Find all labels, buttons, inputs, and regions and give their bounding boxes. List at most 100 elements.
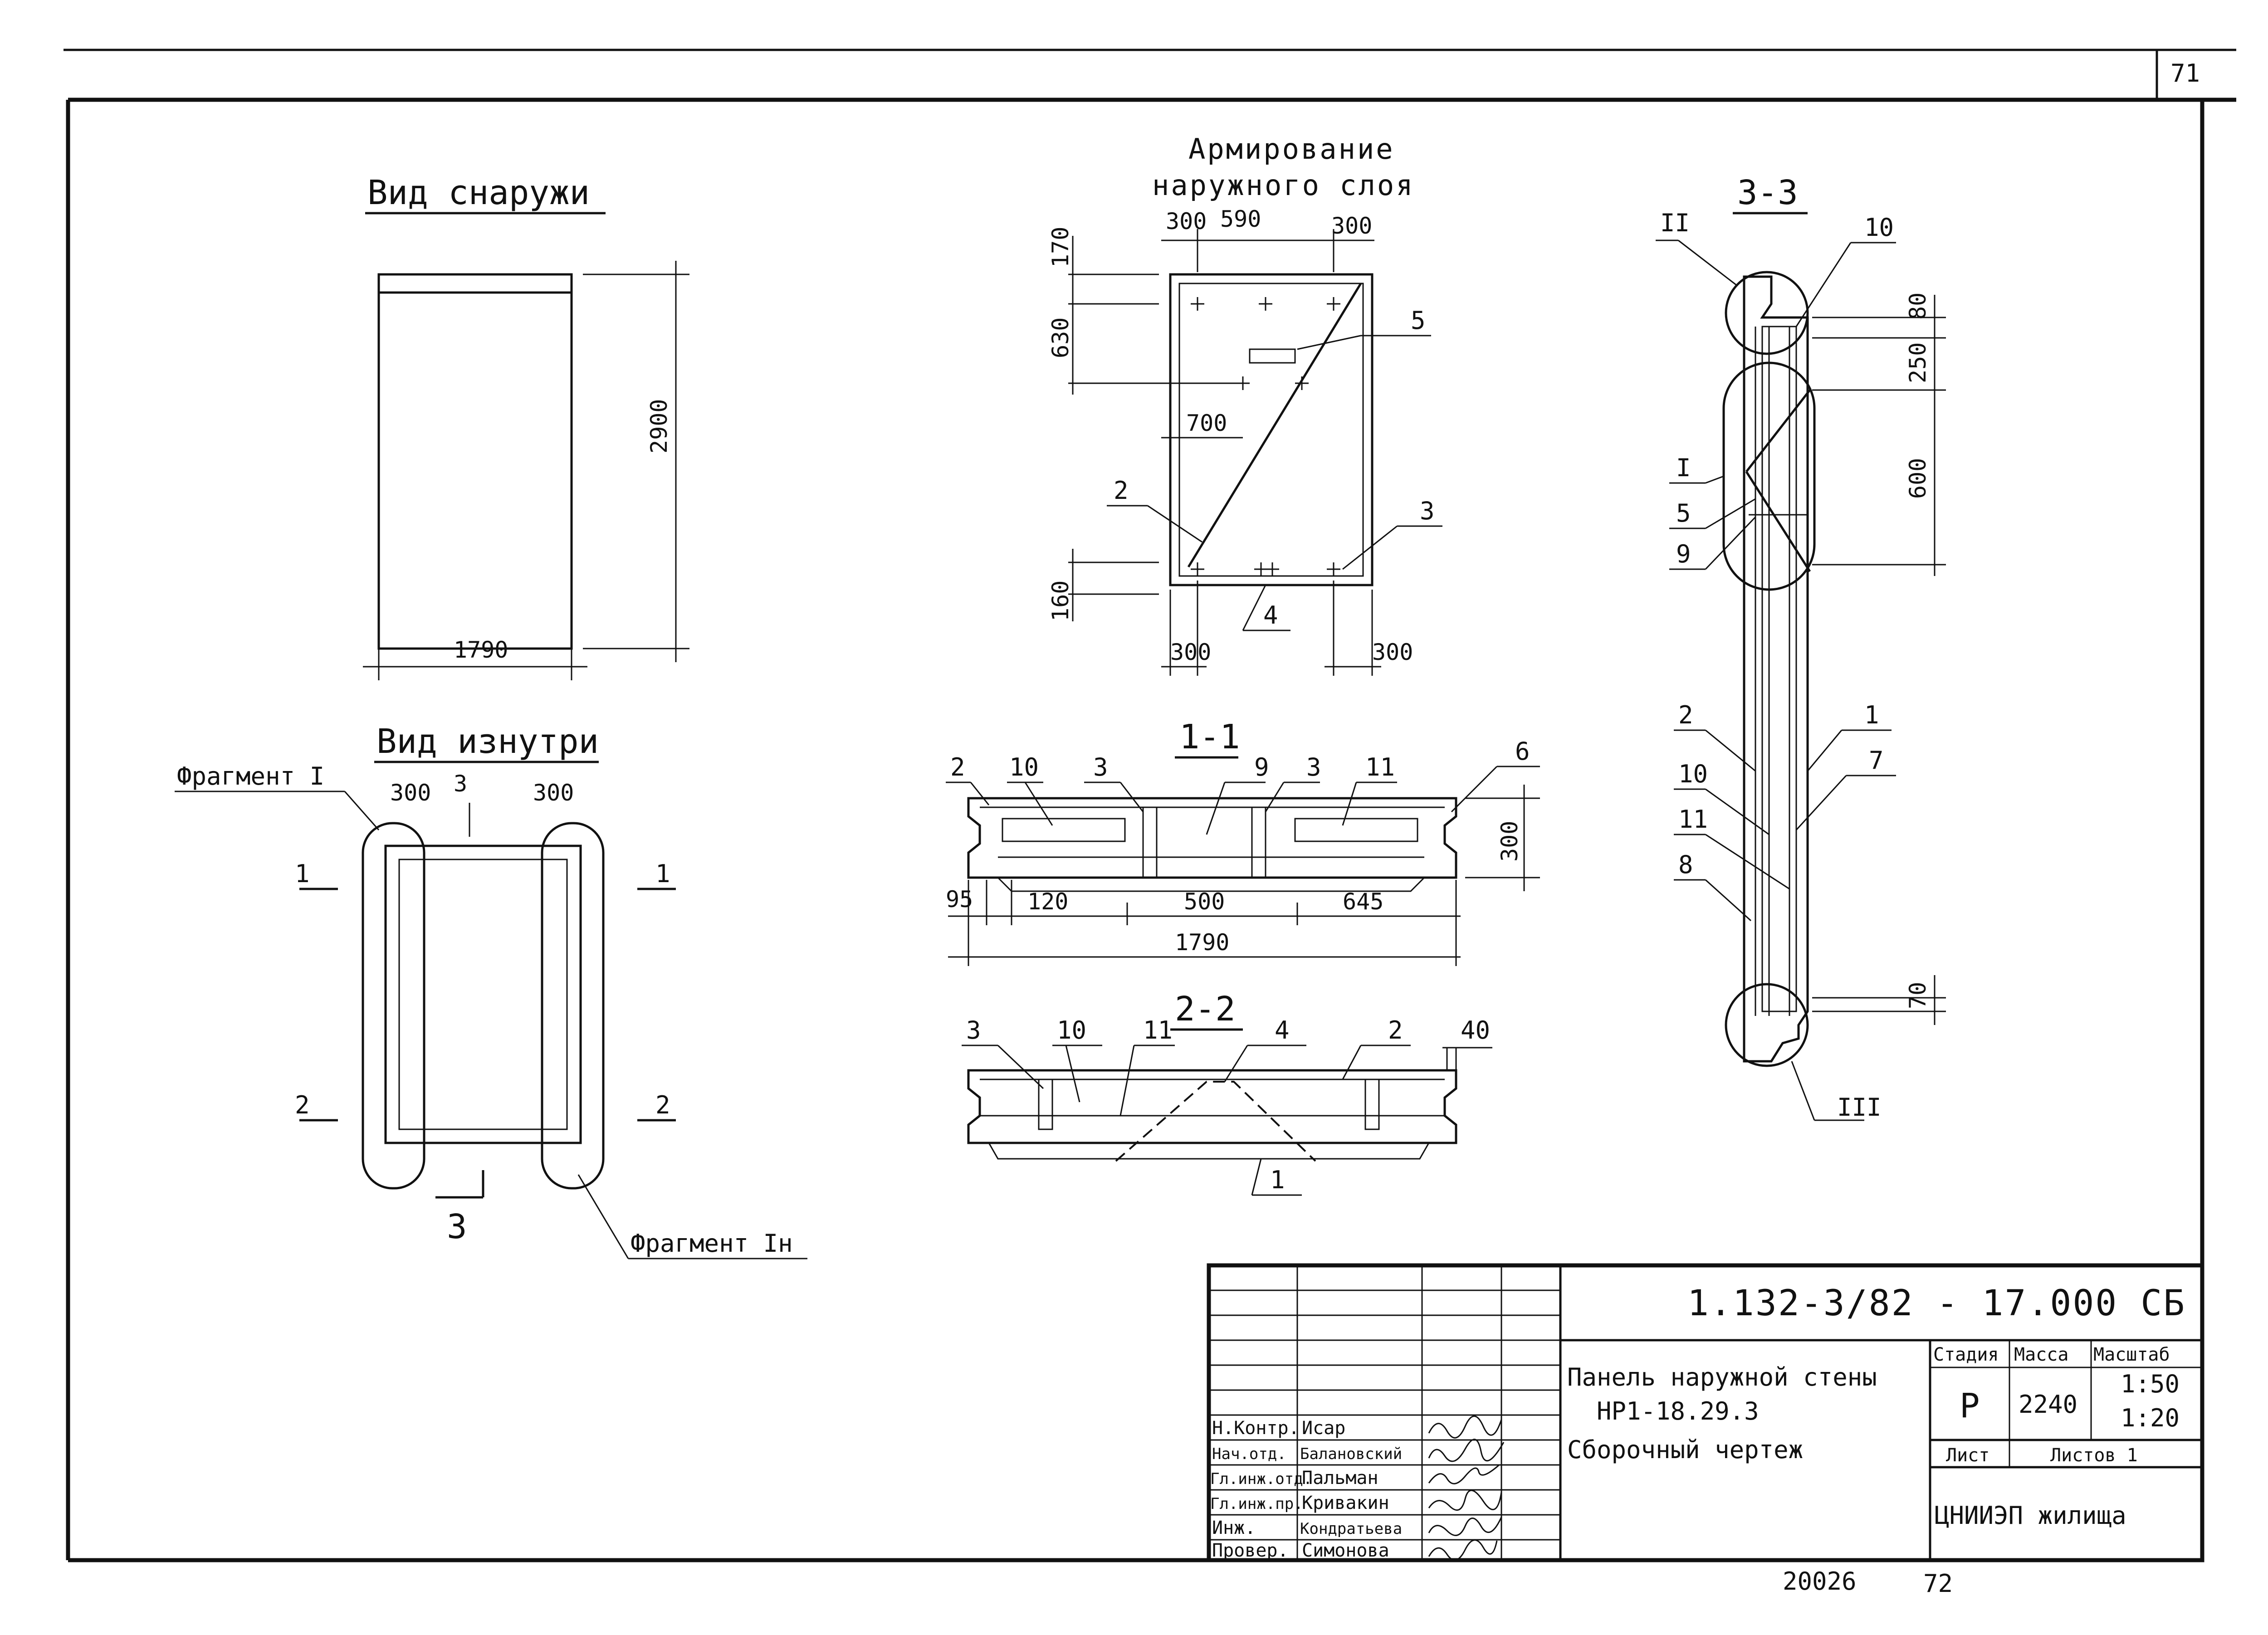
scale-value-1: 1:50: [2121, 1370, 2180, 1398]
reinf-callout-2: 2: [1114, 476, 1129, 505]
s11-dim-total: 1790: [1175, 929, 1229, 956]
s33-callout-9: 9: [1676, 540, 1691, 568]
staff-role-4: Инж.: [1212, 1518, 1256, 1538]
reinf-dim-top-mid: 590: [1220, 206, 1261, 232]
s22-callout-2: 2: [1388, 1016, 1403, 1044]
staff-role-5: Провер.: [1212, 1540, 1289, 1561]
reinf-dim-bottom-a: 300: [1170, 639, 1211, 665]
stage-value: Р: [1960, 1386, 1980, 1425]
title-block: Н.Контр. Исар Нач.отд. Балановский Гл.ин…: [1207, 1263, 2204, 1562]
s33-dim-250: 250: [1905, 342, 1931, 383]
section-3-3: 3-3 80 250 600 70 II 10 I 5: [1656, 173, 1946, 1122]
s33-callout-2: 2: [1678, 701, 1693, 729]
doc-name-line3: Сборочный чертеж: [1567, 1435, 1803, 1464]
staff-role-0: Н.Контр.: [1212, 1418, 1300, 1439]
s33-callout-10: 10: [1678, 760, 1708, 788]
s33-dim-70: 70: [1905, 982, 1931, 1009]
sheet-label: Лист: [1946, 1445, 1989, 1466]
reinf-dim-bottom-left: 160: [1047, 581, 1074, 621]
section-1-1: 1-1 2 10 3 9 3 11 6: [946, 717, 1540, 966]
s11-dim-120: 120: [1027, 888, 1068, 915]
s33-callout-7: 7: [1869, 746, 1884, 775]
reinf-dim-inner: 700: [1186, 410, 1227, 436]
reinf-dim-left-mid: 630: [1047, 317, 1074, 358]
signatures: [1428, 1415, 1505, 1561]
inside-cut-bottom: 3: [447, 1207, 467, 1246]
staff-name-0: Исар: [1302, 1418, 1345, 1439]
section-1-1-title: 1-1: [1179, 717, 1240, 756]
staff-role-2: Гл.инж.отд.: [1210, 1470, 1312, 1488]
s11-callout-10: 10: [1009, 753, 1039, 781]
s11-callout-11: 11: [1365, 753, 1395, 781]
reinf-callout-5: 5: [1411, 306, 1426, 335]
doc-name-line1: Панель наружной стены: [1567, 1363, 1877, 1391]
reinf-dim-left-top: 170: [1047, 227, 1074, 268]
staff-name-5: Симонова: [1302, 1540, 1389, 1561]
s11-callout-6: 6: [1515, 737, 1530, 766]
doc-code: 1.132-3/82 - 17.000 СБ: [1687, 1283, 2186, 1324]
reinf-callout-3: 3: [1420, 497, 1435, 525]
inside-dim-right: 300: [533, 780, 574, 806]
outside-width-dim: 1790: [454, 637, 508, 663]
s33-callout-roman2: II: [1660, 209, 1690, 237]
outside-height-dim: 2900: [646, 399, 672, 454]
staff-role-1: Нач.отд.: [1212, 1445, 1286, 1463]
reinf-dim-top-left: 300: [1166, 208, 1207, 234]
scale-value-2: 1:20: [2121, 1404, 2180, 1432]
reinforcement-view: Армирование наружного слоя 300 590 300: [1047, 132, 1442, 676]
reinforcement-title-2: наружного слоя: [1152, 169, 1415, 202]
outside-view-title: Вид снаружи: [367, 173, 590, 212]
section-mark-1-left: 1: [295, 859, 310, 888]
reinf-callout-4: 4: [1263, 601, 1278, 630]
s33-callout-roman3: III: [1837, 1093, 1882, 1122]
scale-label: Масштаб: [2093, 1344, 2170, 1365]
s33-callout-1: 1: [1864, 701, 1879, 729]
section-2-2-title: 2-2: [1175, 990, 1236, 1029]
doc-name-line2: НР1-18.29.3: [1597, 1397, 1759, 1425]
reinf-dim-top-right: 300: [1331, 213, 1372, 239]
s22-callout-3: 3: [966, 1016, 981, 1044]
section-mark-2-right: 2: [655, 1091, 670, 1119]
organization: ЦНИИЭП жилища: [1935, 1501, 2126, 1530]
stage-label: Стадия: [1933, 1344, 1999, 1365]
archive-number: 20026: [1783, 1567, 1857, 1596]
s11-dim-height: 300: [1496, 821, 1523, 862]
s11-callout-2: 2: [950, 753, 965, 781]
inside-dim-left: 300: [390, 780, 431, 806]
section-2-2: 2-2 3 10 11 4 2 40 1: [962, 990, 1492, 1196]
s33-dim-600: 600: [1905, 458, 1931, 499]
s33-callout-roman1: I: [1676, 454, 1691, 482]
s11-dim-500: 500: [1184, 888, 1225, 915]
section-mark-1-right: 1: [655, 859, 670, 888]
staff-name-1: Балановский: [1300, 1445, 1402, 1463]
staff-name-4: Кондратьева: [1300, 1520, 1402, 1538]
reinf-dim-bottom-b: 300: [1372, 639, 1413, 665]
s11-dim-95: 95: [946, 886, 973, 913]
inside-view: Вид изнутри Фрагмент I Фрагмент Iн 300 3…: [175, 722, 807, 1259]
sheets-label: Листов 1: [2050, 1445, 2138, 1466]
s33-callout-11: 11: [1678, 805, 1708, 834]
page-number: 72: [1923, 1569, 1953, 1598]
s11-dim-645: 645: [1343, 888, 1383, 915]
mass-value: 2240: [2019, 1390, 2077, 1419]
section-3-3-title: 3-3: [1737, 173, 1798, 212]
s33-callout-10-top: 10: [1864, 213, 1894, 242]
outside-view: Вид снаружи 2900 1790: [363, 173, 689, 680]
staff-name-3: Кривакин: [1302, 1493, 1389, 1513]
section-mark-2-left: 2: [295, 1091, 310, 1119]
s22-callout-40: 40: [1461, 1016, 1490, 1044]
s22-callout-4: 4: [1275, 1016, 1290, 1044]
s33-callout-8: 8: [1678, 850, 1693, 879]
mass-label: Масса: [2014, 1344, 2068, 1365]
sheet-frame: 71: [64, 49, 2236, 1562]
inside-view-title: Вид изнутри: [376, 722, 599, 761]
s11-callout-3b: 3: [1306, 753, 1321, 781]
sheet-number: 71: [2170, 59, 2200, 88]
s33-callout-5: 5: [1676, 499, 1691, 527]
staff-name-2: Пальман: [1302, 1468, 1378, 1489]
fragment-top-label: Фрагмент I: [177, 762, 324, 791]
s22-callout-10: 10: [1057, 1016, 1086, 1044]
inside-cut-top: 3: [454, 771, 467, 797]
reinforcement-title-1: Армирование: [1188, 132, 1395, 166]
